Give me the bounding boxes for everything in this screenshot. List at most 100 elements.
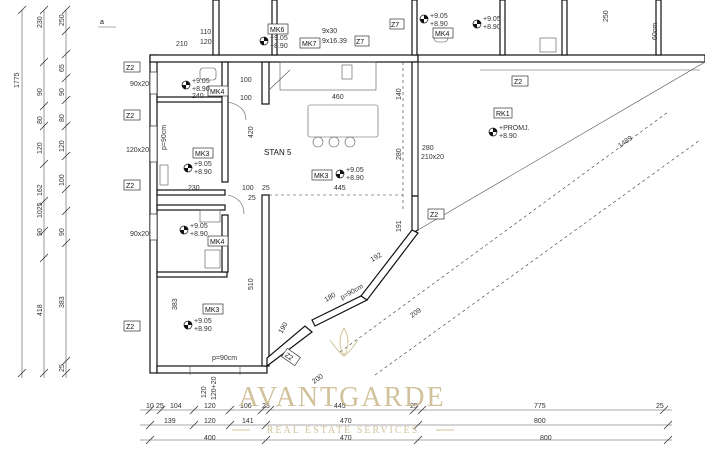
level-marker-7: +9.05 +8.90 (179, 223, 208, 238)
svg-text:+PROMJ.: +PROMJ. (499, 125, 530, 132)
svg-text:Z2: Z2 (126, 65, 134, 72)
svg-text:+9.05: +9.05 (430, 13, 448, 20)
level-marker-8: +9.05 +8.90 (183, 318, 212, 333)
left-dim-inner-4: 80 (59, 114, 66, 122)
svg-text:+8.90: +8.90 (483, 24, 501, 31)
tag-rk1: RK1 (493, 107, 513, 119)
tag-mk4-top: MK4 (432, 27, 454, 39)
svg-text:210x20: 210x20 (421, 154, 444, 161)
room-label-stan5: STAN 5 (264, 148, 292, 157)
left-dim-mid-1: 230 (37, 16, 44, 28)
left-dim-inner-1: 250 (59, 14, 66, 26)
bottom-dim-9: 775 (534, 403, 546, 410)
left-dim-inner-6: 100 (59, 174, 66, 186)
svg-text:100: 100 (240, 77, 252, 84)
bottom-dim-7: 445 (334, 403, 346, 410)
svg-text:445: 445 (334, 185, 346, 192)
svg-text:MK3: MK3 (205, 307, 220, 314)
left-dim-mid-4: 120 (37, 142, 44, 154)
tag-z7-2: Z7 (354, 35, 370, 47)
svg-text:110: 110 (200, 29, 211, 36)
walls (149, 0, 705, 374)
svg-text:RK1: RK1 (496, 111, 510, 118)
level-marker-4: +9.05 +8.90 (181, 78, 210, 93)
bottom-dim-13: 141 (242, 418, 254, 425)
svg-text:280: 280 (396, 148, 403, 160)
bottom-dimension-chains: 10 25 104 120 106 25 445 25 775 25 139 1… (140, 376, 673, 445)
bottom-dim-16: 400 (204, 435, 216, 442)
svg-text:60cm: 60cm (652, 23, 659, 40)
svg-text:240: 240 (192, 93, 204, 100)
level-marker-2: +9.05 +8.90 (419, 13, 448, 28)
svg-text:180: 180 (324, 292, 338, 304)
bottom-dim-6: 25 (262, 403, 270, 410)
kitchen (269, 61, 404, 210)
left-dim-mid-2: 90 (37, 88, 44, 96)
svg-text:+9.05: +9.05 (346, 167, 364, 174)
tag-z2-7: Z2 (281, 347, 301, 367)
svg-text:Z2: Z2 (430, 212, 438, 219)
svg-text:+8.90: +8.90 (194, 326, 212, 333)
bottom-dim-12: 120 (204, 418, 216, 425)
svg-text:Z2: Z2 (126, 183, 134, 190)
svg-text:+9.05: +9.05 (192, 78, 210, 85)
svg-text:9x30: 9x30 (322, 28, 337, 35)
level-marker-5: +9.05 +8.90 (183, 161, 212, 176)
tag-mk3-3: MK3 (202, 303, 224, 315)
tag-mk3-2: MK3 (311, 169, 333, 181)
tag-z2-2: Z2 (123, 109, 141, 121)
svg-text:+9.05: +9.05 (270, 35, 288, 42)
svg-text:190: 190 (278, 321, 290, 335)
left-dim-inner-5: 120 (59, 140, 66, 152)
level-marker-1: +9.05 +8.90 (259, 35, 288, 50)
svg-text:MK4: MK4 (210, 89, 225, 96)
svg-text:+8.90: +8.90 (194, 169, 212, 176)
svg-text:+9.05: +9.05 (194, 161, 212, 168)
svg-text:250: 250 (603, 10, 610, 22)
svg-text:Z2: Z2 (514, 79, 522, 86)
door-swings (189, 69, 291, 375)
svg-text:+8.90: +8.90 (190, 231, 208, 238)
svg-text:+9.05: +9.05 (194, 318, 212, 325)
bottom-dim-20: 120+20 (211, 376, 218, 400)
tag-mk6: MK6 (267, 23, 289, 35)
terrace-lines (339, 61, 705, 376)
svg-text:+9.05: +9.05 (190, 223, 208, 230)
svg-text:280: 280 (422, 145, 434, 152)
svg-text:383: 383 (172, 298, 179, 310)
level-marker-3: +9.05 +8.90 (472, 16, 501, 31)
interior-dimensions: 210 110 120 240 100 100 460 140 420 230 … (172, 10, 659, 385)
svg-text:Z2: Z2 (283, 352, 294, 362)
bottom-dim-8: 25 (410, 403, 418, 410)
bathroom-fixtures (159, 27, 557, 269)
svg-text:Z7: Z7 (356, 39, 364, 46)
svg-text:230: 230 (188, 185, 200, 192)
svg-text:100: 100 (242, 185, 254, 192)
svg-text:120x20: 120x20 (126, 147, 149, 154)
svg-text:MK3: MK3 (314, 173, 329, 180)
bottom-dim-11: 139 (164, 418, 176, 425)
svg-text:MK3: MK3 (195, 151, 210, 158)
svg-text:+8.90: +8.90 (192, 86, 210, 93)
level-marker-6: +9.05 +8.90 (335, 167, 364, 182)
left-dim-inner-8: 383 (59, 296, 66, 308)
watermark-tagline: REAL ESTATE SERVICES (267, 425, 419, 436)
tag-z2-1: Z2 (123, 61, 141, 73)
left-dim-mid-5: 162 (37, 184, 44, 196)
svg-text:+8.90: +8.90 (346, 175, 364, 182)
watermark: AVANTGARDE REAL ESTATE SERVICES (232, 326, 454, 436)
left-dim-inner-3: 90 (59, 88, 66, 96)
section-marker: a (100, 19, 104, 26)
svg-text:100: 100 (240, 95, 252, 102)
bottom-dim-1: 10 (146, 403, 154, 410)
svg-text:90x20: 90x20 (130, 81, 149, 88)
left-dim-inner-9: 25 (59, 364, 66, 372)
svg-text:+8.90: +8.90 (499, 133, 517, 140)
svg-text:p=90cm: p=90cm (212, 355, 237, 362)
watermark-emblem (329, 326, 359, 358)
svg-text:9x16.39: 9x16.39 (322, 38, 347, 45)
svg-text:MK6: MK6 (270, 27, 285, 34)
svg-text:460: 460 (332, 94, 344, 101)
level-markers: +9.05 +8.90 +9.05 +8.90 +9.05 +8.90 +9.0… (179, 13, 530, 333)
left-dim-outer-2: 1025 (37, 202, 44, 218)
